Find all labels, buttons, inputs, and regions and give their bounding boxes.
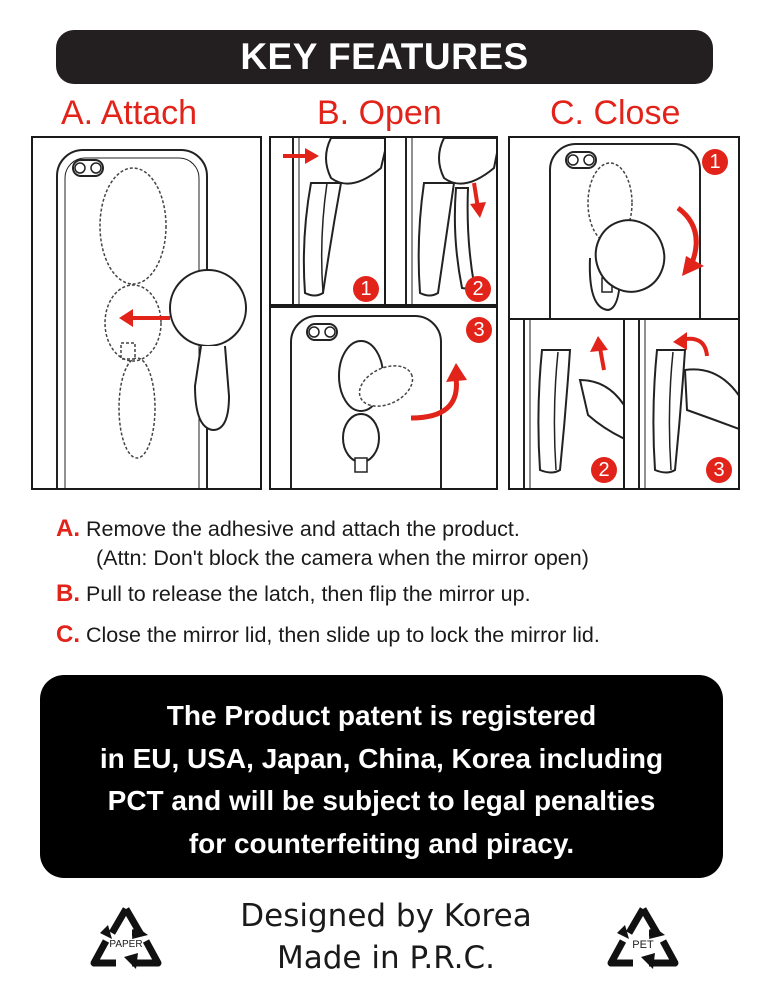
badge-close-2: 2 bbox=[598, 459, 610, 481]
instruction-a: A.Remove the adhesive and attach the pro… bbox=[56, 515, 520, 543]
panel-open-1: 1 bbox=[269, 136, 386, 306]
instruction-b: B.Pull to release the latch, then flip t… bbox=[56, 580, 531, 608]
instruction-a-text: Remove the adhesive and attach the produ… bbox=[86, 517, 520, 541]
instruction-c-text: Close the mirror lid, then slide up to l… bbox=[86, 623, 600, 647]
instruction-a-note: (Attn: Don't block the camera when the m… bbox=[96, 546, 589, 570]
attach-illustration bbox=[56, 149, 247, 488]
patent-notice: The Product patent is registered in EU, … bbox=[40, 675, 723, 878]
patent-notice-line-3: PCT and will be subject to legal penalti… bbox=[107, 785, 656, 816]
panel-attach bbox=[31, 136, 262, 490]
open-step-3-illustration bbox=[290, 315, 492, 488]
badge-1: 1 bbox=[360, 278, 372, 300]
recycle-pet-icon: PET bbox=[605, 905, 681, 980]
header-title: KEY FEATURES bbox=[56, 30, 713, 84]
panel-close-2: 2 bbox=[508, 318, 625, 490]
open-step-2-illustration bbox=[405, 138, 496, 304]
badge-2: 2 bbox=[472, 278, 484, 300]
panel-open-3: 3 bbox=[269, 306, 498, 490]
panel-close-1: 1 bbox=[508, 136, 740, 320]
instruction-c: C.Close the mirror lid, then slide up to… bbox=[56, 621, 600, 649]
patent-notice-line-2: in EU, USA, Japan, China, Korea includin… bbox=[99, 742, 664, 774]
close-step-3-illustration bbox=[638, 320, 738, 488]
recycle-paper-label: PAPER bbox=[109, 939, 143, 950]
step-title-attach: A. Attach bbox=[61, 94, 198, 132]
badge-3: 3 bbox=[473, 319, 485, 341]
step-title-close: C. Close bbox=[550, 94, 681, 132]
panel-close-3: 3 bbox=[623, 318, 740, 490]
patent-notice-line-4: for counterfeiting and piracy. bbox=[188, 827, 575, 859]
instruction-a-letter: A. bbox=[56, 515, 80, 542]
panel-open-2: 2 bbox=[384, 136, 498, 306]
instruction-b-text: Pull to release the latch, then flip the… bbox=[86, 582, 531, 606]
made-in: Made in P.R.C. bbox=[277, 940, 495, 976]
open-step-1-illustration bbox=[283, 138, 384, 304]
close-step-2-illustration bbox=[523, 320, 623, 488]
recycle-paper-icon: PAPER bbox=[88, 905, 164, 980]
designed-by: Designed by Korea bbox=[240, 898, 532, 934]
step-title-open: B. Open bbox=[317, 94, 442, 132]
close-step-1-illustration bbox=[549, 143, 728, 318]
recycle-pet-label: PET bbox=[632, 939, 654, 951]
badge-close-3: 3 bbox=[713, 459, 725, 481]
patent-notice-line-1: The Product patent is registered bbox=[166, 700, 597, 731]
badge-close-1: 1 bbox=[709, 151, 721, 173]
instruction-c-letter: C. bbox=[56, 621, 80, 648]
instruction-b-letter: B. bbox=[56, 580, 80, 607]
